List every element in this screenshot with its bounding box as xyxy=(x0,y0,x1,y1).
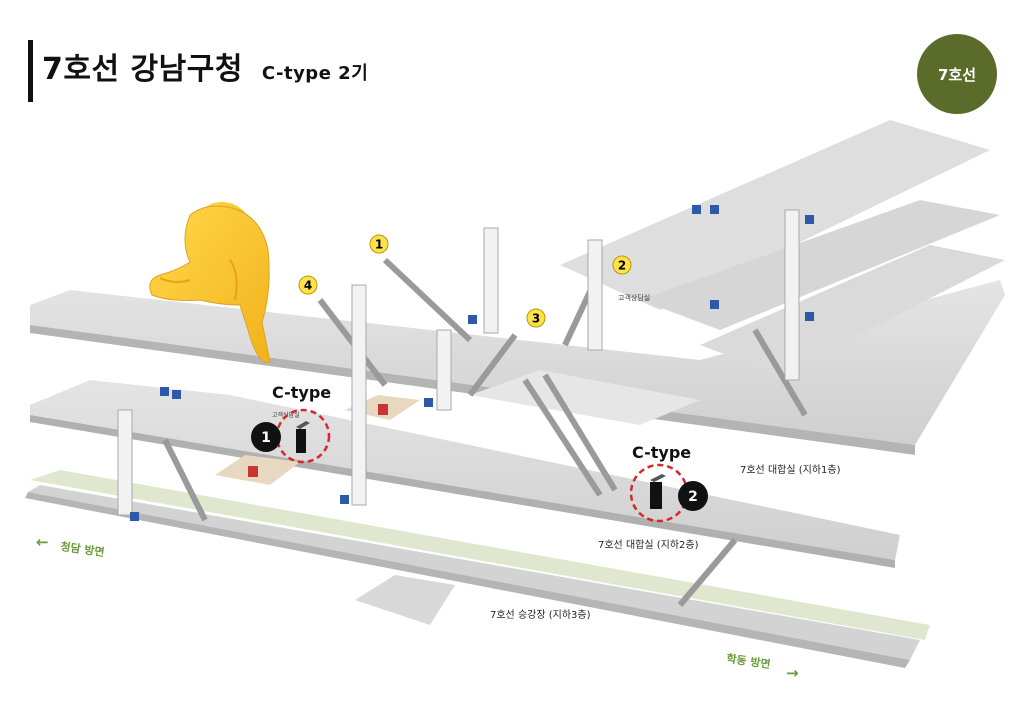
locker-1-top xyxy=(296,421,310,429)
upper-corridor-2 xyxy=(640,200,1000,330)
station-title: 7호선 강남구청 xyxy=(42,52,243,87)
ctype-label-2: C-type xyxy=(632,443,691,462)
facility-icon xyxy=(340,495,349,504)
level-b3-label: 7호선 승강장 (지하3층) xyxy=(490,608,591,621)
facility-icon xyxy=(424,398,433,407)
customer-office-label-1: 고객상담실 xyxy=(618,293,650,302)
locker-2-icon xyxy=(650,482,662,509)
station-subtitle: C-type 2기 xyxy=(261,63,369,84)
platform-stair-block xyxy=(355,575,455,625)
exit-markers: 1 2 3 4 xyxy=(298,234,632,328)
direction-left-arrow-icon: ← xyxy=(36,533,49,551)
facility-icon xyxy=(692,205,701,214)
platform-level xyxy=(25,470,930,668)
locker-2-group[interactable]: C-type 2 xyxy=(629,443,708,523)
title-accent-bar xyxy=(28,40,33,102)
direction-left-label: 청담 방면 xyxy=(60,539,106,559)
elevator-shafts xyxy=(117,209,800,516)
locker-2-top xyxy=(650,474,666,482)
b2-floor-edge xyxy=(30,415,895,568)
locker-1-number: 1 xyxy=(261,430,271,446)
facility-icon xyxy=(172,390,181,399)
ctype-label-1: C-type xyxy=(272,383,331,402)
facility-icon xyxy=(710,300,719,309)
exit-1-marker[interactable]: 1 xyxy=(369,234,389,254)
b2-floor xyxy=(30,380,900,560)
locker-2-badge xyxy=(678,481,708,511)
exit-2-label: 2 xyxy=(618,259,626,273)
restroom-icon xyxy=(378,404,388,415)
exit-4-marker[interactable]: 4 xyxy=(298,275,318,295)
platform-edge xyxy=(25,492,910,668)
direction-right-label: 학동 방면 xyxy=(726,651,772,671)
line-badge: 7호선 xyxy=(917,34,997,114)
direction-left: ← 청담 방면 xyxy=(36,533,105,559)
level-b2-label: 7호선 대합실 (지하2층) xyxy=(598,538,699,551)
exit-3-marker[interactable]: 3 xyxy=(526,308,546,328)
exit-4-label: 4 xyxy=(304,279,312,293)
exit-1-label: 1 xyxy=(375,238,383,252)
direction-right: 학동 방면 → xyxy=(726,651,799,682)
facility-icon xyxy=(468,315,477,324)
locker-1-badge xyxy=(251,422,281,452)
direction-right-arrow-icon: → xyxy=(786,664,799,682)
facility-icon xyxy=(805,215,814,224)
facility-icon xyxy=(710,205,719,214)
exit-3-label: 3 xyxy=(532,312,540,326)
b1-floor xyxy=(30,280,1005,445)
pointing-hand-icon xyxy=(149,202,271,363)
upper-corridor-3 xyxy=(700,245,1005,375)
platform-floor xyxy=(28,485,920,660)
upper-corridor-1 xyxy=(560,120,990,310)
restroom-icon xyxy=(248,466,258,477)
facility-icon xyxy=(160,387,169,396)
level-b1-label: 7호선 대합실 (지하1층) xyxy=(740,463,841,476)
page-title: 7호선 강남구청 C-type 2기 xyxy=(42,44,368,88)
exit-2-marker[interactable]: 2 xyxy=(612,255,632,275)
facility-icons xyxy=(130,205,814,521)
locker-2-number: 2 xyxy=(688,489,698,505)
locker-1-icon xyxy=(296,429,306,453)
facility-icon xyxy=(805,312,814,321)
platform-track-green xyxy=(30,470,930,640)
locker-1-group[interactable]: C-type 1 xyxy=(251,383,331,464)
facility-icon xyxy=(130,512,139,521)
